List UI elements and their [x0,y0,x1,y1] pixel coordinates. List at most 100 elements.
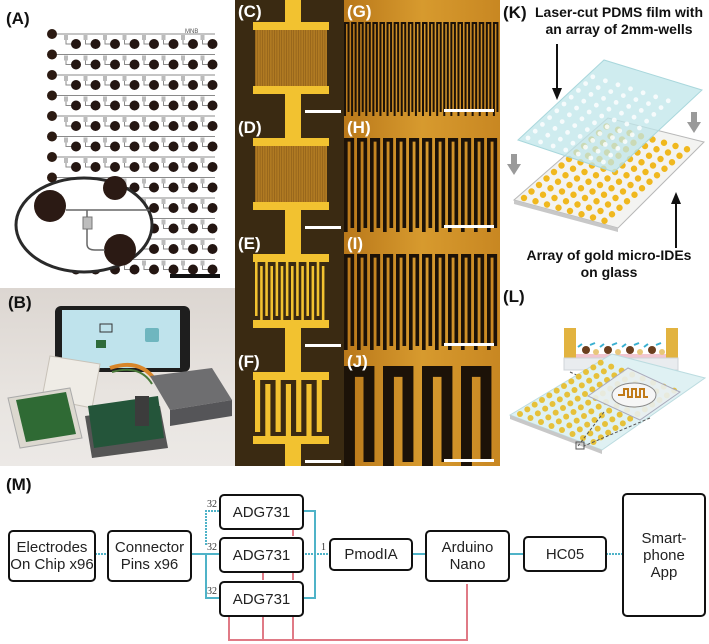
ide-closeup-g [344,22,499,116]
electrode-well [149,182,159,193]
electrode-well [71,141,81,152]
electrode-well [110,121,120,131]
electrode-well [188,80,198,90]
electrode-well [168,223,179,234]
block-app-line3: App [650,563,678,581]
scale-bar [305,460,341,463]
electrode-well [110,141,120,152]
phone-screen [62,310,180,368]
panel-c-label: (C) [238,2,262,21]
electrode-well [71,162,81,172]
grey-arrow-down-icon [511,154,517,166]
electrode-well [207,162,218,172]
scale-bar [305,110,341,113]
panel-b-label: (B) [8,293,32,312]
contact-pad [47,90,57,101]
channel-count-pmod: 1 [321,542,326,553]
line-to-mux3 [205,554,220,599]
scale-bar [305,344,341,347]
block-mux-2: ADG731 [219,537,304,573]
ide-electrode-d [253,116,329,232]
scale-bar [170,274,220,278]
electrode-well [71,59,81,70]
panel-e-micrograph: (E) [235,232,344,350]
electrode-chip-green [16,392,76,442]
channel-count-mux1: 32 [207,499,217,510]
block-electrodes-line2: On Chip x96 [10,556,94,573]
panel-f-micrograph: (F) [235,350,344,466]
well-wall-right [666,328,678,358]
electrode-well [168,39,179,49]
electrode-well [168,203,179,213]
electrode-well [207,264,218,275]
ide-closeup-j [344,366,492,466]
well-wall-left [564,328,576,358]
scale-bar [444,225,494,228]
electrode-well [149,203,159,213]
panel-b-device-photo: (B) [0,288,235,466]
grey-arrow-down-icon [691,112,697,124]
scale-bar [444,343,494,346]
electrode-well [149,141,159,152]
electrode-well [71,39,81,49]
contact-pad [47,152,57,162]
electrode-well [207,59,218,70]
panel-c-micrograph: (C) [235,0,344,116]
well-cross-section-illustration [508,328,707,454]
block-mux-3: ADG731 [219,581,304,617]
board-icon-glyph [96,340,106,348]
panel-e-label: (E) [238,234,261,253]
pdms-film-caption: Laser-cut PDMS film with an array of 2mm… [530,4,708,38]
gold-ide-caption: Array of gold micro-IDEs on glass [510,250,708,281]
block-connector-line2: Pins x96 [120,556,179,573]
panel-a-label: (A) [6,9,30,28]
electrode-well [110,39,120,49]
channel-count-mux2: 32 [207,542,217,553]
panel-h-label: (H) [347,118,371,137]
pdms-caption-line1: Laser-cut PDMS film with [534,4,704,20]
panel-l-well-schematic: Array of gold micro-IDEs on glass (L) [500,250,709,466]
diagram-connectors [95,510,622,641]
electrode-well [188,59,198,70]
electrode-well [188,182,198,193]
channel-count-mux3: 32 [207,586,217,597]
electrode-well [207,141,218,152]
line-to-mux1 [205,510,220,545]
electrode-well [90,162,101,172]
ide-electrode-f [253,350,329,466]
pdms-caption-line2: an array of 2mm-wells [545,21,693,37]
electrode-well [129,141,140,152]
contact-pad [47,29,57,39]
electrode-well [168,100,179,111]
ide-electrode-c [253,0,329,116]
electrode-well [90,39,101,49]
contact-pad [47,172,57,183]
electrode-well [207,121,218,131]
panel-k-assembly-schematic: (K) Laser-cut PDMS film with an array of… [500,0,709,250]
panel-f-label: (F) [238,352,260,371]
electrode-well [129,59,140,70]
ide-electrode-e [253,232,329,350]
electrode-well [149,264,159,275]
electrode-well [149,162,159,172]
electrode-well [207,100,218,111]
panel-l-label: (L) [503,287,525,306]
electrode-well [188,39,198,49]
block-arduino-line2: Nano [449,556,486,573]
contact-pad [47,131,57,142]
scale-bar [444,109,494,112]
enclosure-lid [150,368,232,410]
electrode-well [90,80,101,90]
electrode-well [149,80,159,90]
chip-marking: MNB [185,29,199,35]
electrode-well [149,244,159,254]
ide-closeup-i [344,254,498,350]
electrode-well [188,203,198,213]
device-photo-illustration [7,306,232,458]
scale-bar [305,226,341,229]
electrode-well [71,121,81,131]
electrode-well [168,264,179,275]
block-connector-line1: Connector [114,539,185,556]
electrode-well [188,121,198,131]
